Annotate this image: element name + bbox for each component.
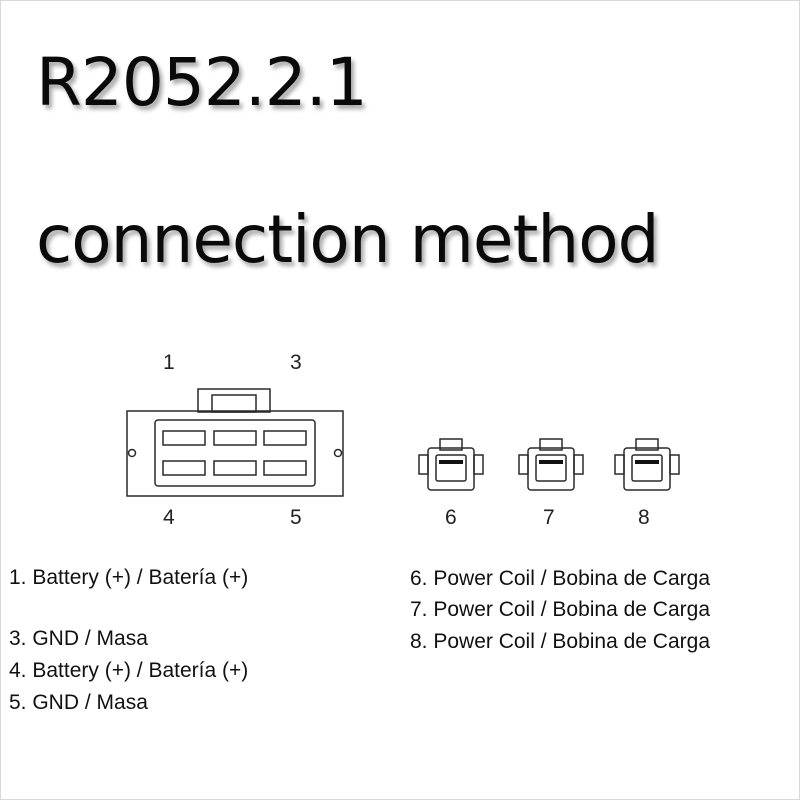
main-connector-body	[126, 410, 344, 497]
single-connector-8	[614, 438, 680, 491]
main-connector-latch	[197, 388, 271, 413]
connection-method-title: connection method	[36, 201, 660, 278]
main-connector-hole-left	[127, 448, 137, 458]
legend-item-7: 7. Power Coil / Bobina de Carga	[410, 598, 710, 621]
model-title: R2052.2.1	[36, 44, 368, 121]
pin-label-3: 3	[290, 351, 302, 374]
legend-item-4: 4. Battery (+) / Batería (+)	[9, 659, 249, 682]
terminal-slot	[213, 430, 257, 446]
main-connector-housing	[154, 419, 316, 487]
terminal-slot	[263, 430, 307, 446]
main-connector-hole-right	[333, 448, 343, 458]
single-connector-6	[418, 438, 484, 491]
legend-item-6: 6. Power Coil / Bobina de Carga	[410, 567, 710, 590]
terminal-slot	[162, 460, 206, 476]
legend-item-1: 1. Battery (+) / Batería (+)	[9, 566, 249, 589]
legend-item-5: 5. GND / Masa	[9, 691, 148, 714]
pin-label-5: 5	[290, 506, 302, 529]
single-connector-7	[518, 438, 584, 491]
pin-label-7: 7	[543, 506, 555, 529]
pin-label-6: 6	[445, 506, 457, 529]
pin-label-1: 1	[163, 351, 175, 374]
terminal-slot	[263, 460, 307, 476]
terminal-slot	[213, 460, 257, 476]
pin-label-4: 4	[163, 506, 175, 529]
main-connector	[126, 388, 344, 497]
pin-label-8: 8	[638, 506, 650, 529]
main-connector-latch-inner	[211, 394, 257, 413]
terminal-slot	[162, 430, 206, 446]
legend-item-8: 8. Power Coil / Bobina de Carga	[410, 630, 710, 653]
legend-item-3: 3. GND / Masa	[9, 627, 148, 650]
